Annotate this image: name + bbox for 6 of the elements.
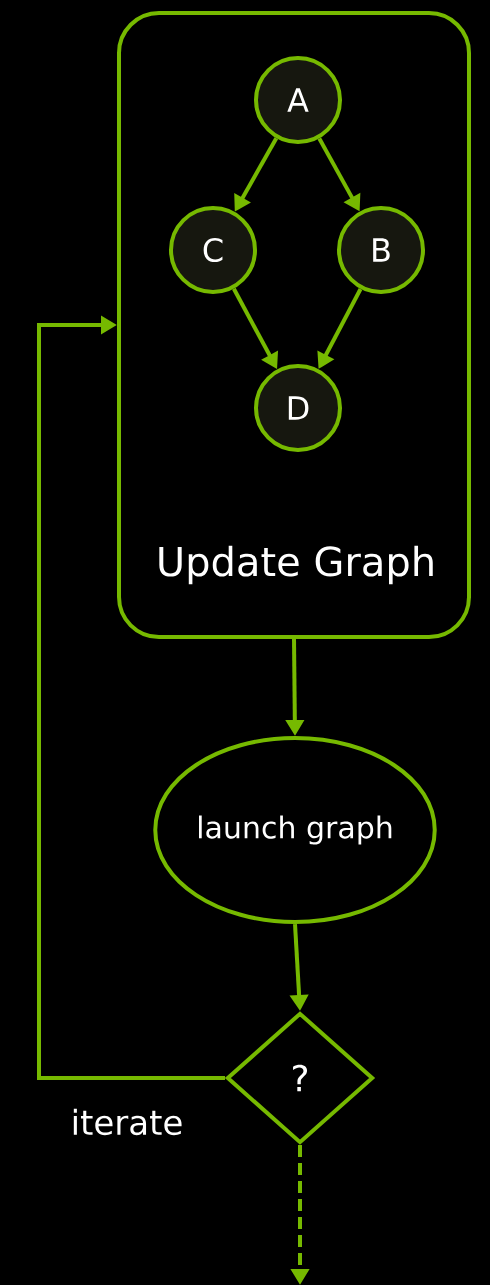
edge-label: iterate: [68, 1106, 186, 1138]
circle-node: A: [254, 56, 342, 144]
circle-node: C: [169, 206, 257, 294]
circle-node: D: [254, 364, 342, 452]
circle-node: B: [337, 206, 425, 294]
arrow: [37, 315, 225, 1080]
